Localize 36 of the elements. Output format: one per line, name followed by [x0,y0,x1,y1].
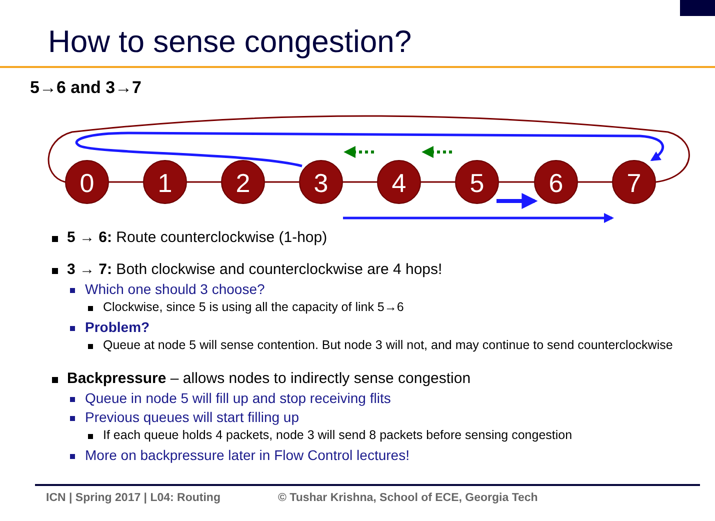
link-line [578,181,612,183]
bullet-text: Queue in node 5 will fill up and stop receiving flits [85,390,391,406]
bullet-text: 5 → 6: Route counterclockwise (1-hop) [67,229,328,246]
subtitle: 5→6 and 3→7 [30,78,142,98]
arrow [76,132,664,168]
link-line [187,181,221,183]
bullet-text: 3 → 7: Both clockwise and counterclockwise are 4 hops! [67,261,442,278]
bullet-text: Queue at node 5 will sense contention. But node 3 will not, and may continue to send counterclockwise [103,338,673,352]
router-node: 2 [221,160,265,204]
link-line [265,181,299,183]
bullet-text: Which one should 3 choose? [85,281,265,297]
router-node: 7 [612,160,656,204]
bullet-text: Previous queues will start filling up [85,409,299,425]
router-node: 0 [65,160,109,204]
bullet-text: Backpressure – allows nodes to indirectly sense congestion [67,370,471,387]
bullet-text: Problem? [85,319,150,335]
link-line [48,115,690,183]
router-node: 1 [143,160,187,204]
link-line [421,181,455,183]
link-line [109,181,143,183]
arrow [496,193,538,209]
link-line [499,181,534,183]
router-node: 4 [377,160,421,204]
arrow [344,146,374,158]
arrow [343,213,614,223]
arrow [422,146,452,158]
footer-text: © Tushar Krishna, School of ECE, Georgia Tech [278,492,538,504]
bullet-text: If each queue holds 4 packets, node 3 will send 8 packets before sensing congestion [103,428,572,442]
link-line [343,181,377,183]
bullet-text: Clockwise, since 5 is using all the capacity of link 5→6 [103,300,404,314]
router-node: 5 [455,160,499,204]
slide-title: How to sense congestion? [48,24,412,60]
router-node: 3 [299,160,343,204]
footer-text: ICN | Spring 2017 | L04: Routing [46,492,220,504]
bullet-text: More on backpressure later in Flow Control lectures! [85,447,410,463]
router-node: 6 [534,160,578,204]
